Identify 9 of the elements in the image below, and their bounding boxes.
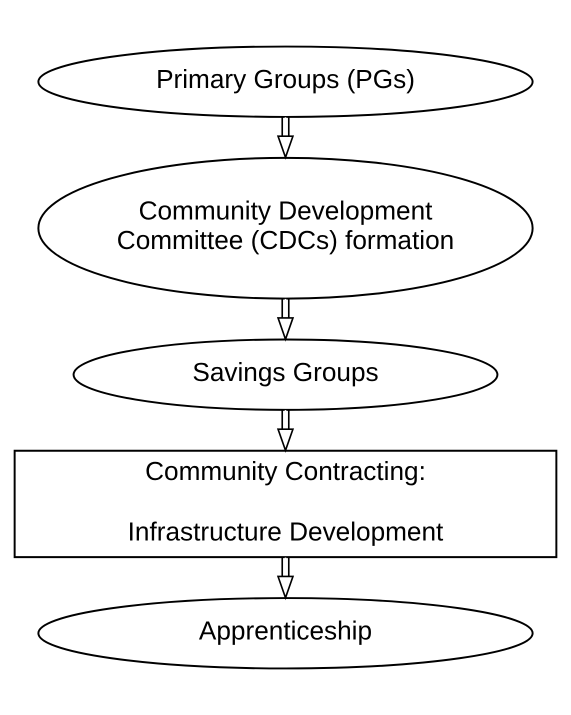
arrow	[276, 410, 294, 453]
arrow	[276, 558, 294, 600]
node-ellipse: Apprenticeship	[37, 597, 534, 670]
node-box: Community Contracting: Infrastructure Development	[14, 450, 558, 558]
node-ellipse: Savings Groups	[72, 338, 498, 411]
node-ellipse: Community Development Committee (CDCs) formation	[37, 156, 534, 300]
arrow	[276, 298, 294, 342]
node-ellipse: Primary Groups (PGs)	[37, 46, 534, 118]
arrow	[276, 117, 294, 160]
